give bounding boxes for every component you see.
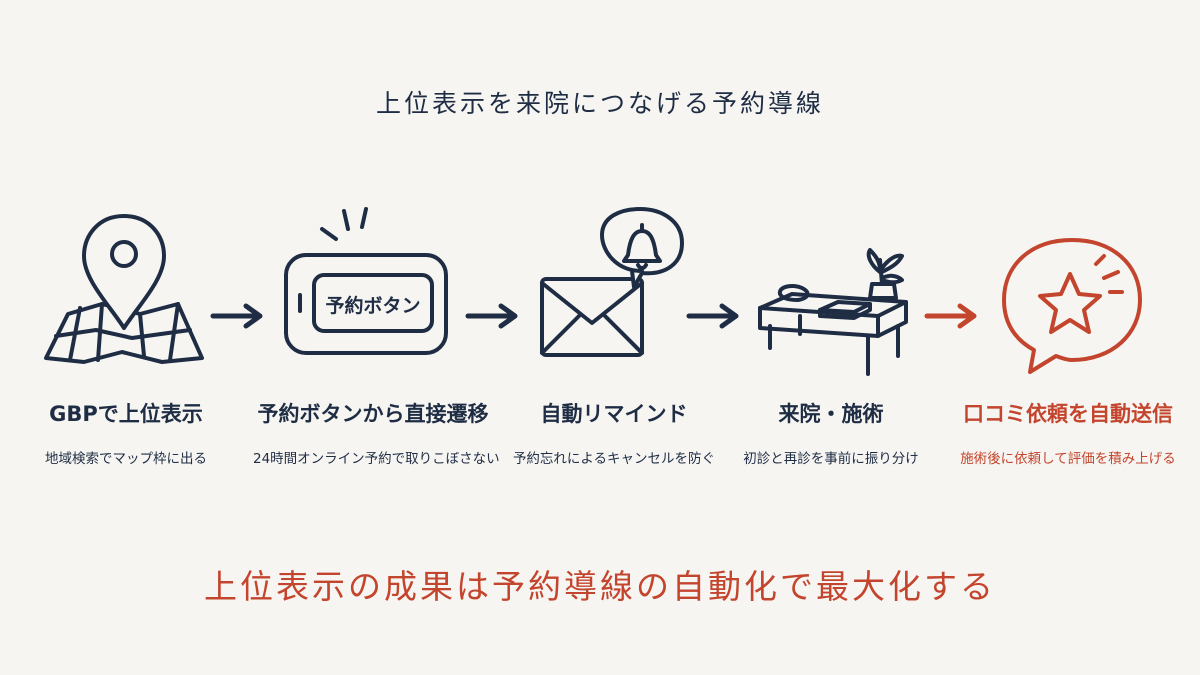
treatment-bed-icon — [758, 248, 908, 376]
step-1-label: GBPで上位表示 — [49, 402, 203, 426]
footer-message: 上位表示の成果は予約導線の自動化で最大化する — [204, 567, 996, 606]
booking-button-icon: 予約ボタン — [284, 207, 448, 355]
map-pin-icon — [44, 214, 204, 364]
step-4-label: 来院・施術 — [778, 402, 884, 426]
step-4-desc: 初診と再診を事前に振り分け — [743, 451, 919, 467]
step-5-desc: 施術後に依頼して評価を積み上げる — [960, 451, 1176, 467]
step-3-desc: 予約忘れによるキャンセルを防ぐ — [512, 451, 716, 467]
star-speech-bubble-icon — [1002, 238, 1142, 374]
arrow-right-icon — [924, 303, 977, 329]
step-2-label: 予約ボタンから直接遷移 — [257, 402, 489, 426]
arrow-right-icon — [465, 303, 518, 329]
step-2-desc: 24時間オンライン予約で取りこぼさない — [253, 451, 500, 467]
step-1-desc: 地域検索でマップ枠に出る — [45, 451, 207, 467]
arrow-right-icon — [210, 303, 263, 329]
mail-bell-icon — [540, 207, 684, 357]
booking-button-text: 予約ボタン — [325, 294, 420, 317]
arrow-right-icon — [686, 303, 739, 329]
step-3-label: 自動リマインド — [540, 402, 688, 426]
diagram-title: 上位表示を来院につなげる予約導線 — [375, 89, 824, 118]
step-5-label: 口コミ依頼を自動送信 — [963, 402, 1173, 426]
